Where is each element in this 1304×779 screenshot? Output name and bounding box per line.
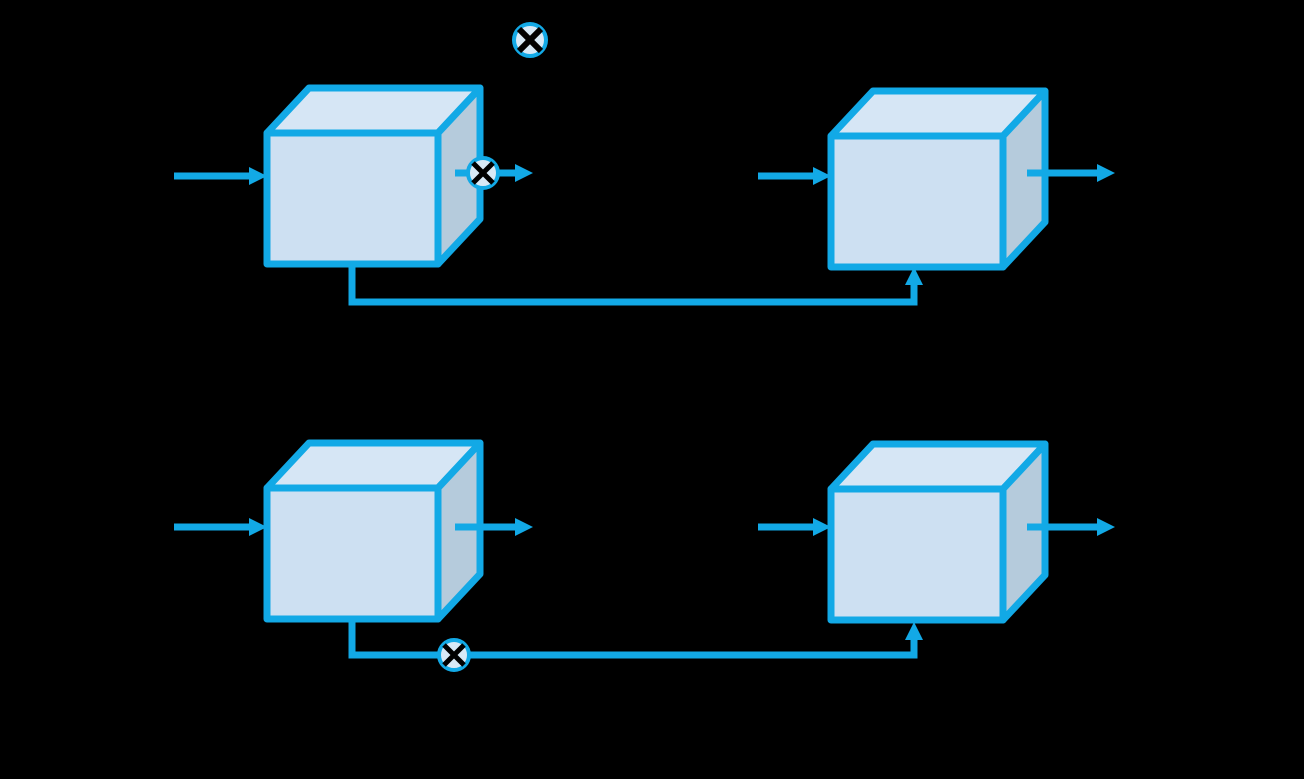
bottom-left-input-arrow-arrowhead	[249, 518, 267, 536]
top-skip-connector-arrowhead	[905, 267, 923, 285]
multiply-circle-icon-x-stroke-2	[516, 26, 544, 54]
bottom-skip-connector	[348, 619, 918, 659]
top-left-cube-front-face	[263, 129, 442, 268]
bottom-right-output-arrow-arrowhead	[1097, 518, 1115, 536]
top-left-output-arrow-arrowhead	[515, 164, 533, 182]
bottom-right-cube-front-face	[827, 485, 1007, 624]
top-skip-connector	[348, 264, 918, 306]
top-right-input-arrow-arrowhead	[813, 167, 831, 185]
bottom-connector-multiply-icon-x-stroke-2	[442, 643, 466, 667]
top-right-output-arrow-arrowhead	[1097, 164, 1115, 182]
bottom-left-output-arrow-arrowhead	[515, 518, 533, 536]
bottom-left-cube-front-face	[263, 484, 442, 623]
top-left-input-arrow-arrowhead	[249, 167, 267, 185]
bottom-right-input-arrow-arrowhead	[813, 518, 831, 536]
top-left-output-multiply-icon-x-stroke-2	[471, 161, 495, 185]
bottom-skip-connector-arrowhead	[905, 622, 923, 640]
top-right-cube-front-face	[827, 132, 1007, 271]
